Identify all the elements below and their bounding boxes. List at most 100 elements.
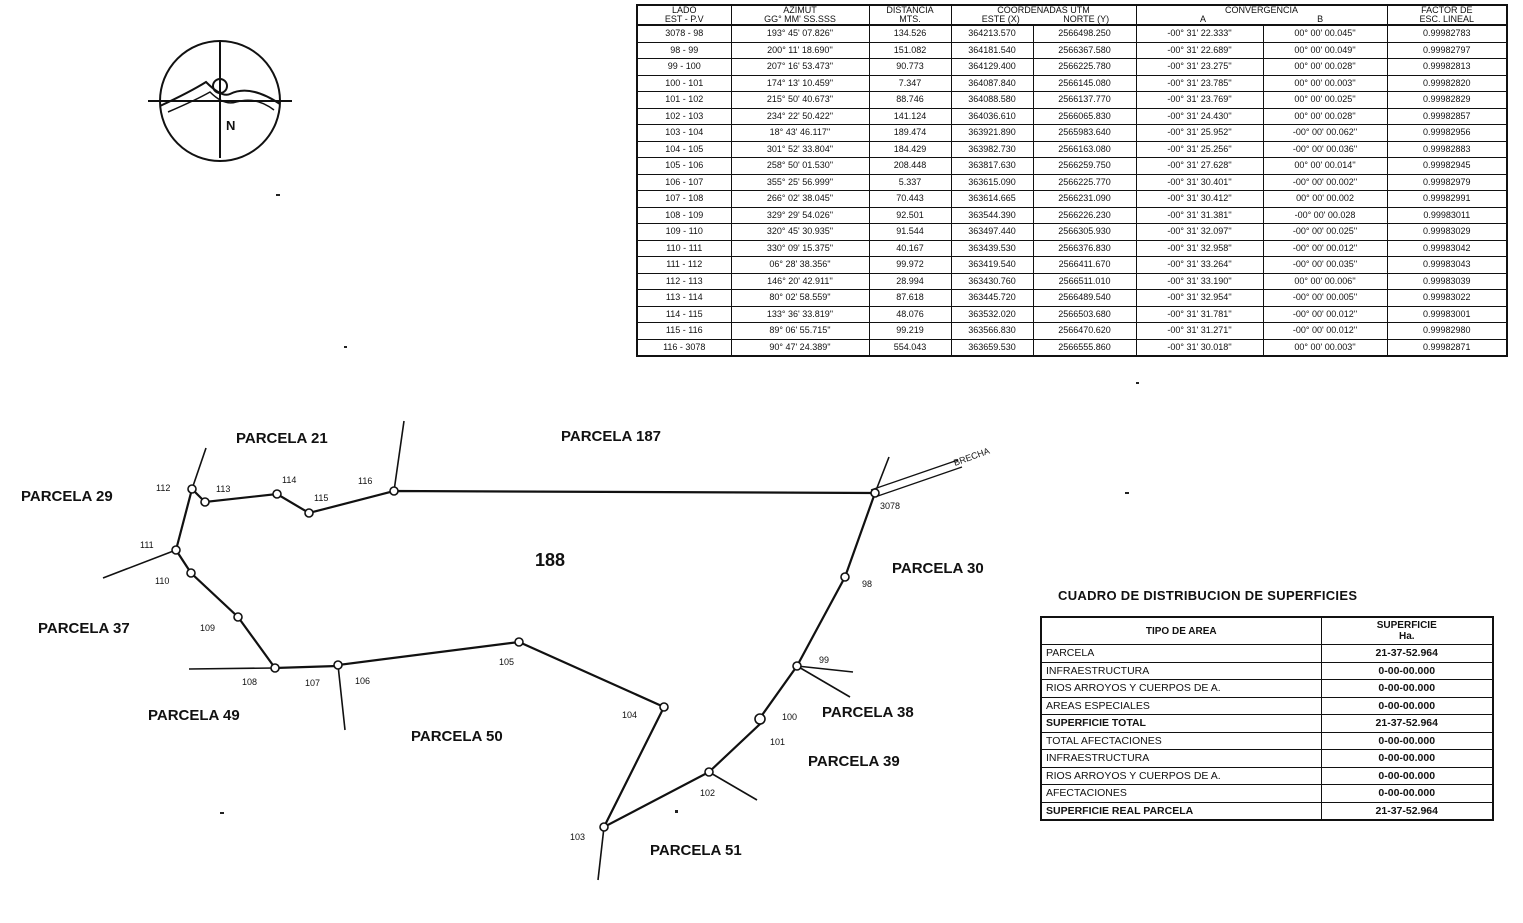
vertex-marker — [171, 545, 181, 555]
vertex-label-101: 101 — [770, 737, 785, 747]
vertex-label-98: 98 — [862, 579, 872, 589]
vertex-marker — [333, 660, 343, 670]
vertex-marker — [792, 661, 802, 671]
surface-value-cell: 0-00-00.000 — [1320, 679, 1494, 698]
vertex-label-115: 115 — [314, 493, 328, 503]
vertex-label-111: 111 — [140, 540, 154, 550]
parcel-label-37: PARCELA 37 — [38, 620, 130, 637]
surface-type-cell: INFRAESTRUCTURA — [1040, 661, 1322, 680]
vertex-markers — [171, 484, 880, 832]
parcel-label-49: PARCELA 49 — [148, 707, 240, 724]
vertex-label-104: 104 — [622, 710, 637, 720]
cell-norte: 2566498.250 — [1032, 24, 1137, 43]
parcel-label-39: PARCELA 39 — [808, 753, 900, 770]
vertex-labels: 3078 98 99 100 101 102 103 104 105 106 1… — [140, 475, 900, 842]
vertex-marker — [659, 702, 669, 712]
vertex-label-114: 114 — [282, 475, 296, 485]
vertex-marker — [599, 822, 609, 832]
vertex-label-3078: 3078 — [880, 501, 900, 511]
surface-table-title: CUADRO DE DISTRIBUCION DE SUPERFICIES — [1058, 588, 1358, 603]
vertex-marker — [304, 508, 314, 518]
brecha-label: BRECHA — [952, 446, 991, 468]
parcel-number-188: 188 — [535, 550, 565, 570]
compass-north-label: N — [226, 118, 235, 133]
scan-specks — [220, 194, 1139, 814]
vertex-label-106: 106 — [355, 676, 370, 686]
surface-row: RIOS ARROYOS Y CUERPOS DE A.0-00-00.000 — [1040, 766, 1494, 785]
vertex-marker — [514, 637, 524, 647]
vertex-marker — [270, 663, 280, 673]
cell-conv_b: 00° 00' 00.003'' — [1262, 338, 1388, 357]
header-tipo-area: TIPO DE AREA — [1040, 616, 1322, 645]
vertex-label-105: 105 — [499, 657, 514, 667]
parcel-label-30: PARCELA 30 — [892, 560, 984, 577]
cell-este: 363659.530 — [950, 338, 1034, 357]
vertex-label-107: 107 — [305, 678, 320, 688]
parcel-boundary — [174, 486, 877, 830]
brecha-road — [870, 459, 963, 498]
vertex-label-108: 108 — [242, 677, 257, 687]
vertex-label-100: 100 — [782, 712, 797, 722]
cell-conv_b: 00° 00' 00.045'' — [1262, 24, 1388, 43]
vertex-marker — [186, 568, 196, 578]
vertex-marker — [272, 489, 282, 499]
surface-type-cell: RIOS ARROYOS Y CUERPOS DE A. — [1040, 766, 1322, 785]
cell-factor: 0.99983042 — [1386, 239, 1508, 257]
parcel-label-50: PARCELA 50 — [411, 728, 503, 745]
cell-conv_b: -00° 00' 00.035'' — [1262, 256, 1388, 274]
vertex-label-110: 110 — [155, 576, 169, 586]
surface-type-cell: SUPERFICIE REAL PARCELA — [1040, 801, 1322, 821]
vertex-marker — [840, 572, 850, 582]
vertex-marker — [389, 486, 399, 496]
surface-value-cell: 21-37-52.964 — [1320, 801, 1494, 821]
vertex-marker — [187, 484, 197, 494]
parcel-label-21: PARCELA 21 — [236, 430, 328, 447]
surface-value-cell: 0-00-00.000 — [1320, 784, 1494, 803]
surface-type-cell: PARCELA — [1040, 644, 1322, 663]
vertex-label-109: 109 — [200, 623, 215, 633]
north-compass-icon — [148, 40, 292, 162]
vertex-marker — [704, 767, 714, 777]
vertex-label-113: 113 — [216, 484, 230, 494]
parcel-label-51: PARCELA 51 — [650, 842, 742, 859]
cell-lado: 116 - 3078 — [636, 338, 732, 357]
cell-factor: 0.99982871 — [1386, 338, 1508, 357]
vertex-marker — [870, 488, 880, 498]
cell-factor: 0.99982783 — [1386, 24, 1508, 43]
neighbour-lines — [102, 420, 890, 881]
vertex-label-99: 99 — [819, 655, 829, 665]
parcel-label-38: PARCELA 38 — [822, 704, 914, 721]
vertex-marker — [200, 497, 210, 507]
vertex-marker — [233, 612, 243, 622]
vertex-label-116: 116 — [358, 476, 372, 486]
parcel-labels: PARCELA 21 PARCELA 187 PARCELA 29 PARCEL… — [21, 428, 984, 859]
vertex-label-112: 112 — [156, 483, 170, 493]
vertex-label-102: 102 — [700, 788, 715, 798]
parcel-label-29: PARCELA 29 — [21, 488, 113, 505]
